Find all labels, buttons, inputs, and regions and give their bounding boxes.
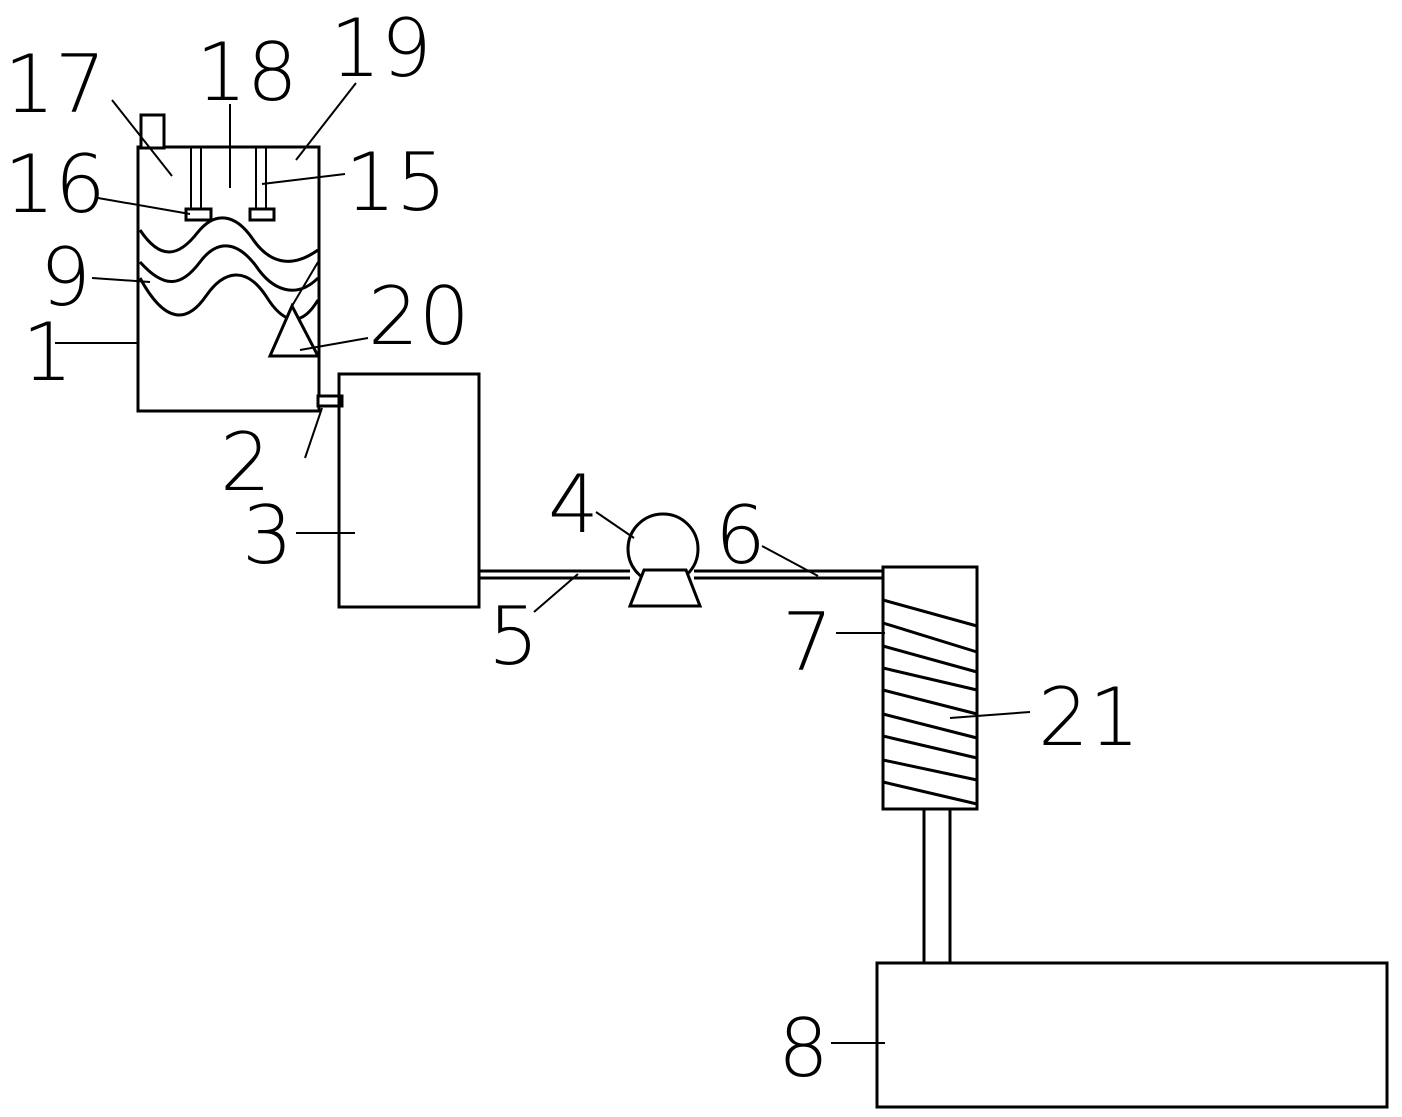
leader-15 [261,173,346,185]
label-4: 4 [548,458,599,551]
label-17: 17 [4,38,106,131]
nozzle-right [248,207,276,222]
leader-19 [295,82,357,161]
leader-2 [304,407,323,459]
leader-20 [299,337,369,351]
label-20: 20 [368,270,470,363]
label-7: 7 [782,596,833,689]
leader-lines [55,82,1031,1044]
leader-5 [533,573,579,613]
label-6: 6 [715,489,766,582]
pump-4 [626,512,703,608]
leader-4 [595,511,635,539]
label-15: 15 [345,136,447,229]
wave-pipe-2 [138,244,320,292]
column-7 [881,565,979,811]
leader-21 [949,711,1031,719]
leader-16 [97,197,191,215]
column-7-body [881,565,979,811]
box-3 [337,372,481,609]
triangle-20-stem [291,261,319,307]
coil-21 [882,598,978,806]
label-21: 21 [1038,671,1140,764]
label-1: 1 [22,306,73,399]
tank-8 [875,961,1389,1109]
label-3: 3 [242,489,293,582]
nozzle-left [184,207,213,222]
tank-1 [136,113,321,413]
label-9: 9 [40,231,91,324]
leader-6 [761,545,819,577]
reference-labels: 1 2 3 4 5 6 7 8 9 15 16 17 18 19 20 21 [4,2,1140,1095]
label-19: 19 [330,2,432,95]
wave-pipe-1 [138,216,319,263]
component-17-box [139,113,166,150]
label-2: 2 [220,416,271,509]
label-8: 8 [778,1002,829,1095]
leader-17 [111,99,173,177]
pump-4-base [627,568,703,608]
label-18: 18 [196,26,298,119]
tank-1-body [136,145,321,413]
connector-2 [316,394,344,408]
label-16: 16 [4,138,106,231]
label-5: 5 [488,590,539,683]
triangle-20 [267,302,321,358]
leader-9 [91,277,151,283]
